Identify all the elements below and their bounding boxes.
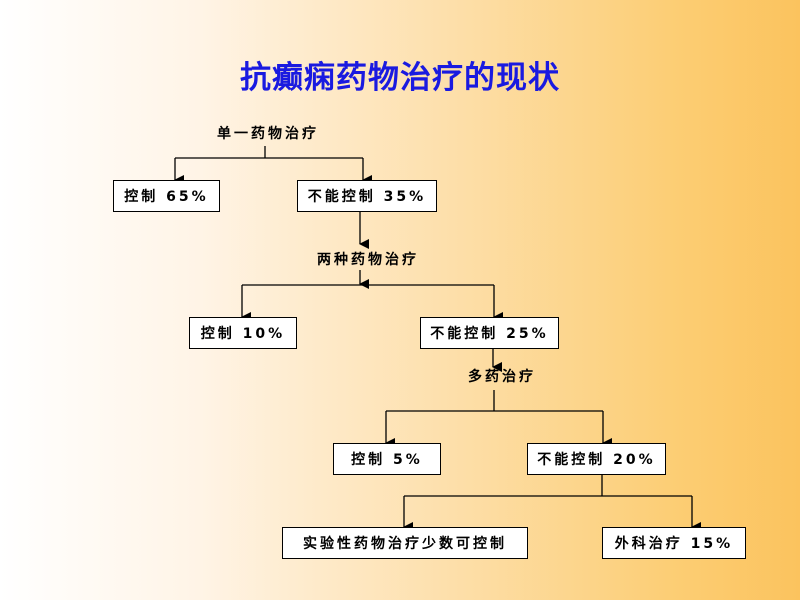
slide-title: 抗癫痫药物治疗的现状 — [240, 60, 560, 96]
box-controlled-65: 控制 65% — [113, 180, 220, 212]
box-uncontrolled-35: 不能控制 35% — [297, 180, 437, 212]
box-controlled-5: 控制 5% — [333, 443, 441, 475]
box-uncontrolled-25: 不能控制 25% — [420, 317, 559, 349]
stage-label-dual-therapy: 两种药物治疗 — [317, 252, 419, 268]
stage-label-monotherapy: 单一药物治疗 — [217, 126, 319, 142]
box-controlled-10: 控制 10% — [189, 317, 297, 349]
stage-label-polytherapy: 多药治疗 — [468, 369, 536, 385]
box-experimental-drugs: 实验性药物治疗少数可控制 — [282, 527, 528, 559]
box-uncontrolled-20: 不能控制 20% — [527, 443, 666, 475]
box-surgery-15: 外科治疗 15% — [602, 527, 746, 559]
